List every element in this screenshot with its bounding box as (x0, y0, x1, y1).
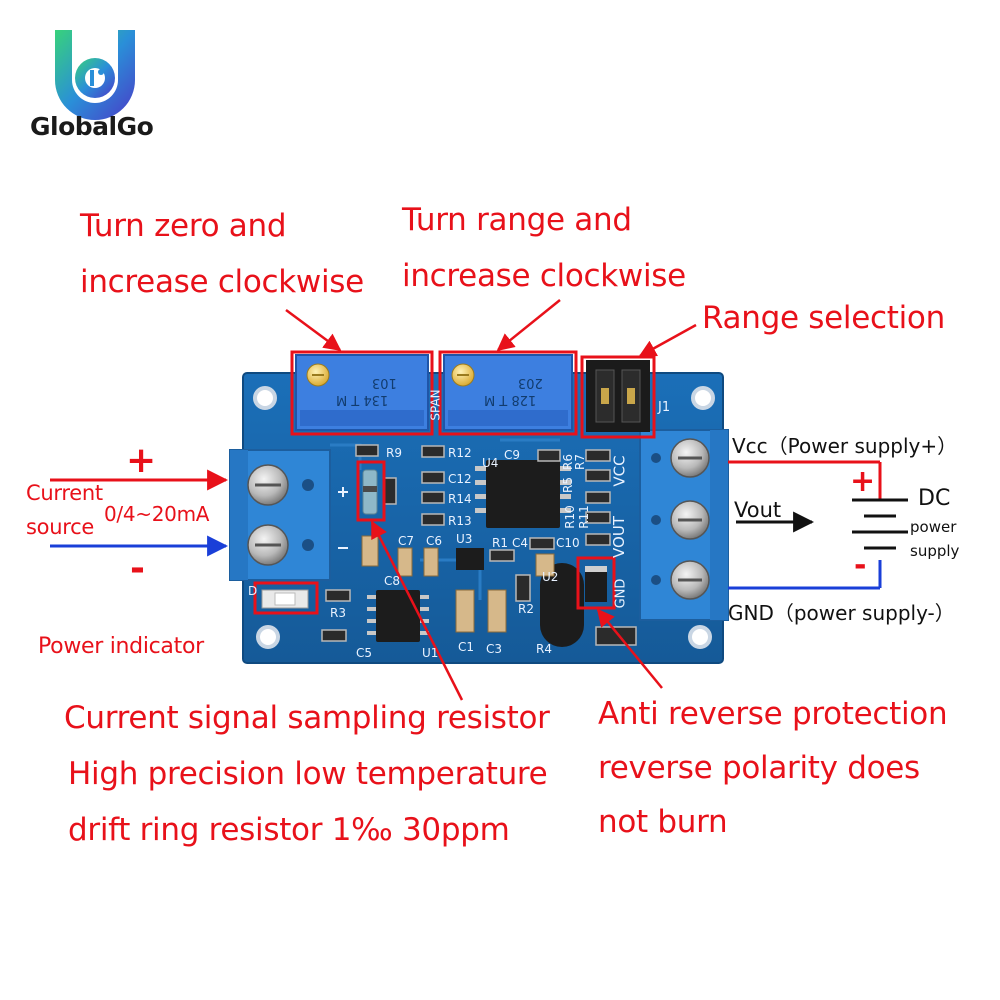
brand-name: GlobalGo (30, 112, 154, 141)
zero-potentiometer (295, 354, 429, 431)
range-adjust-label-line1: Turn range and (402, 202, 632, 238)
power-indicator-label: Power indicator (38, 634, 204, 659)
ref-c7: C7 (398, 534, 415, 548)
ic-u1 (367, 590, 429, 642)
output-terminal-block (639, 429, 729, 621)
current-source-label-line2: source (26, 515, 94, 539)
ref-u4: U4 (482, 456, 499, 470)
vout-silkscreen: VOUT (609, 516, 628, 558)
vcc-label: Vcc（Power supply+） (732, 434, 958, 458)
j1-silkscreen: J1 (658, 400, 671, 415)
ref-u3: U3 (456, 532, 473, 546)
range-selection-label: Range selection (702, 300, 945, 336)
gnd-silkscreen: GND (613, 578, 629, 609)
current-range-label: 0/4~20mA (104, 502, 210, 526)
ref-c12: C12 (448, 472, 472, 486)
capacitors (361, 535, 555, 633)
pot1-marking-1: 103 (372, 375, 397, 390)
ref-c9: C9 (504, 448, 521, 462)
ref-r9: R9 (386, 446, 402, 460)
ref-r4: R4 (536, 642, 552, 656)
ref-r14: R14 (448, 492, 472, 506)
current-flow-arrows (50, 469, 815, 557)
span-potentiometer (443, 354, 573, 431)
span-silkscreen: SPAN (428, 389, 443, 421)
sampling-resistor (362, 469, 378, 515)
dc-supply-label: supply (910, 542, 960, 560)
ref-r12: R12 (448, 446, 472, 460)
protection-diode (585, 566, 607, 602)
negative-sign-right: - (854, 548, 867, 583)
leader-lines (285, 299, 697, 701)
ref-c5: C5 (356, 646, 373, 660)
ref-c10: C10 (556, 536, 580, 550)
sampling-resistor-label-line3: drift ring resistor 1‰ 30ppm (68, 812, 510, 848)
ref-u2: U2 (542, 570, 559, 584)
ref-c3: C3 (486, 642, 503, 656)
positive-sign-right: + (850, 464, 875, 499)
ref-r11: R11 (576, 505, 591, 529)
range-adjust-label-line2: increase clockwise (402, 258, 686, 294)
ref-c4: C4 (512, 536, 529, 550)
ref-r7: R7 (572, 454, 587, 470)
sampling-resistor-label-line1: Current signal sampling resistor (64, 700, 550, 736)
zero-adjust-label-line2: increase clockwise (80, 264, 364, 300)
ref-r2: R2 (518, 602, 534, 616)
pot1-marking-2: 134 T M (336, 392, 389, 407)
zero-adjust-label-line1: Turn zero and (80, 208, 287, 244)
dc-battery-symbol (728, 460, 908, 590)
gnd-label: GND（power supply-） (728, 601, 955, 625)
ref-r10: R10 (562, 505, 577, 529)
pot2-marking-2: 128 T M (484, 392, 537, 407)
diode-u3 (456, 548, 484, 570)
ref-d1: D (248, 584, 258, 598)
anti-reverse-label-line1: Anti reverse protection (598, 696, 948, 732)
ref-c1: C1 (458, 640, 475, 654)
sampling-resistor-label-line2: High precision low temperature (68, 756, 548, 792)
anti-reverse-label-line2: reverse polarity does (598, 750, 920, 786)
ref-u1: U1 (422, 646, 439, 660)
current-source-label-line1: Current (26, 481, 103, 505)
silkscreen-polarity (338, 487, 348, 549)
positive-sign-left: + (126, 440, 156, 481)
range-jumper (586, 360, 650, 432)
negative-sign-left: - (130, 548, 145, 589)
dc-power-label: power (910, 518, 957, 536)
globalgo-logo-icon (55, 30, 135, 120)
input-terminal-block (229, 449, 331, 581)
transistor-u2 (540, 563, 584, 647)
pot2-marking-1: 203 (518, 375, 543, 390)
ref-r3: R3 (330, 606, 346, 620)
vout-label: Vout (734, 498, 782, 522)
highlight-boxes (253, 350, 656, 615)
ref-r1: R1 (492, 536, 508, 550)
power-led (261, 589, 309, 609)
op-amp-ic-u4 (475, 460, 571, 528)
dc-label: DC (918, 486, 951, 511)
anti-reverse-label-line3: not burn (598, 804, 728, 840)
ref-c6: C6 (426, 534, 443, 548)
vcc-silkscreen: VCC (610, 455, 629, 487)
ref-r5: R5 (560, 477, 575, 493)
smd-components (321, 444, 637, 646)
ref-r13: R13 (448, 514, 472, 528)
ref-c8: C8 (384, 574, 401, 588)
